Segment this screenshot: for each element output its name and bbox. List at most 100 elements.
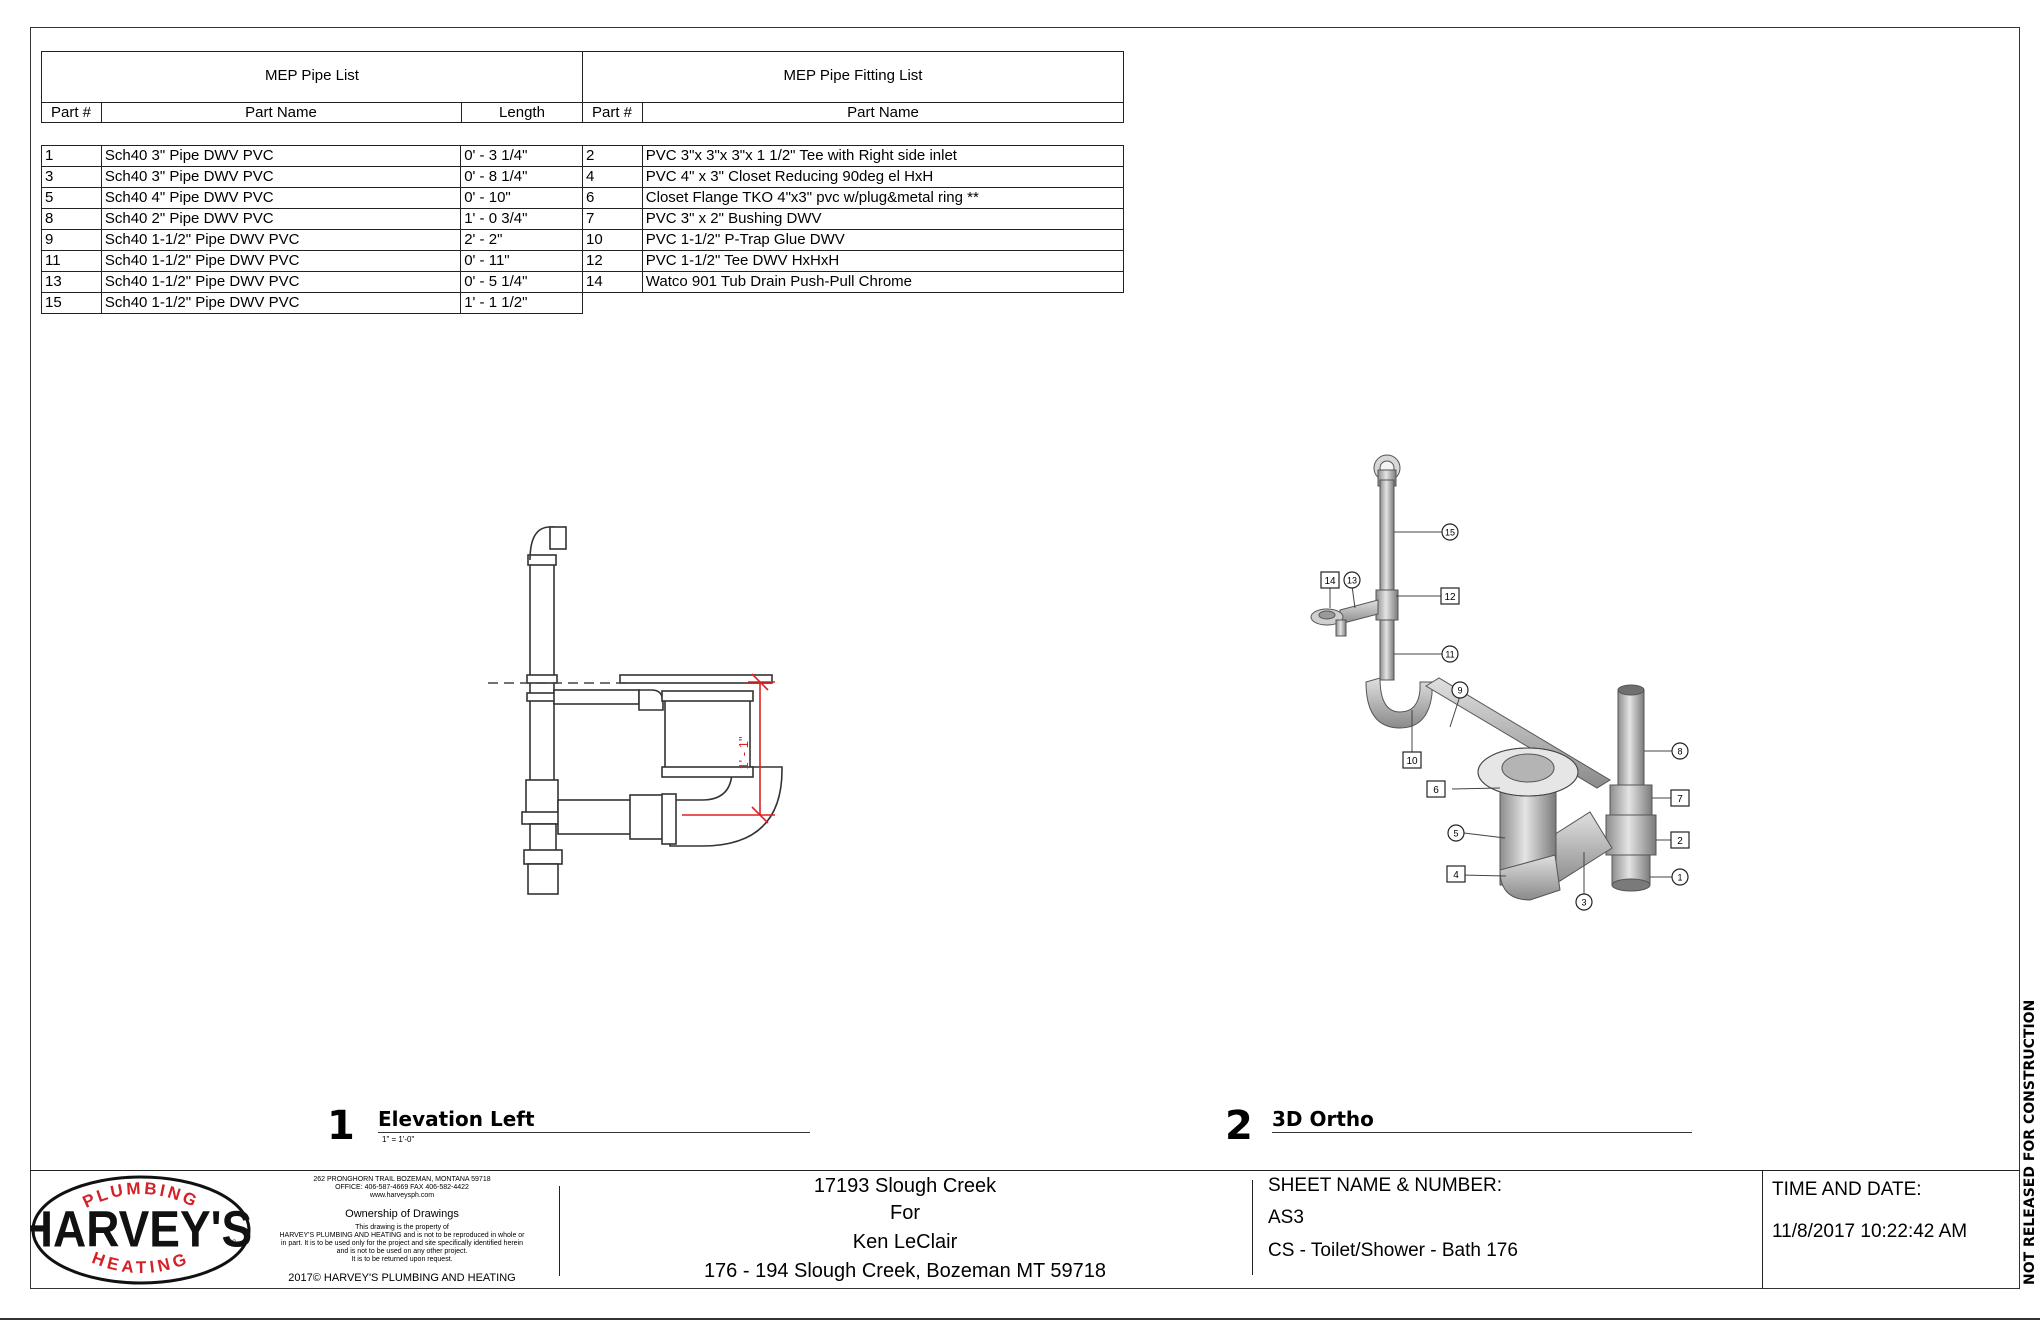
closet-elbow-4 — [1499, 854, 1561, 901]
bottom-pipe — [527, 863, 559, 895]
tub-drain-opening — [1318, 610, 1336, 620]
view-1-number: 1 — [327, 1103, 355, 1149]
callout-label: 14 — [1324, 576, 1336, 587]
pipe-part-name: Sch40 1-1/2" Pipe DWV PVC — [100, 229, 462, 251]
divider — [559, 1186, 561, 1276]
fitting-part-number: 4 — [582, 166, 643, 188]
pipe-part-name: Sch40 2" Pipe DWV PVC — [100, 208, 462, 230]
pipe-part-number: 9 — [41, 229, 102, 251]
callout-square: 12 — [1440, 587, 1460, 605]
pipe-part-name: Sch40 1-1/2" Pipe DWV PVC — [100, 292, 462, 314]
pipe-length: 0' - 10" — [460, 187, 583, 209]
callout-circle: 9 — [1451, 681, 1469, 699]
ownership-line: This drawing is the property of — [355, 1224, 449, 1231]
pipe-part-number: 1 — [41, 145, 102, 167]
pipe-length: 2' - 2" — [460, 229, 583, 251]
callout-circle: 5 — [1447, 824, 1465, 842]
ownership-line: and is not to be used on any other proje… — [336, 1248, 468, 1255]
sheet-name: CS - Toilet/Shower - Bath 176 — [1268, 1240, 1518, 1261]
tailpiece — [529, 823, 557, 853]
ownership-line: HARVEY'S PLUMBING AND HEATING and is not… — [279, 1232, 525, 1239]
callout-square: 6 — [1426, 780, 1446, 798]
callout-circle: 11 — [1441, 645, 1459, 663]
pipe-part-number: 11 — [41, 250, 102, 272]
callout-label: 15 — [1445, 528, 1455, 538]
fitting-part-number: 2 — [582, 145, 643, 167]
pipe-15 — [1379, 479, 1395, 681]
fitting-list-col-part-name: Part Name — [847, 104, 919, 121]
callout-square: 14 — [1320, 571, 1340, 589]
riser-collar — [661, 690, 754, 702]
callout-circle: 15 — [1441, 523, 1459, 541]
callout-label: 1 — [1677, 873, 1682, 883]
tee-2 — [1605, 814, 1657, 856]
pipe-length: 1' - 0 3/4" — [460, 208, 583, 230]
view-2-number: 2 — [1225, 1103, 1253, 1149]
copyright: 2017© HARVEY'S PLUMBING AND HEATING — [288, 1272, 516, 1284]
fitting-part-name: PVC 1-1/2" P-Trap Glue DWV — [641, 229, 1125, 251]
callout-label: 4 — [1453, 870, 1459, 881]
callout-circle: 13 — [1343, 571, 1361, 589]
flange-opening — [1501, 753, 1555, 783]
callout-square: 4 — [1446, 865, 1466, 883]
coupling — [526, 692, 558, 702]
tee-12 — [1375, 589, 1399, 621]
pipe-length: 1' - 1 1/2" — [460, 292, 583, 314]
title-block-top-line — [30, 1170, 2020, 1172]
branch-elbow — [638, 689, 664, 711]
callout-leaders — [1329, 531, 1674, 895]
ownership-title: Ownership of Drawings — [345, 1208, 459, 1220]
fitting-part-name: Closet Flange TKO 4"x3" pvc w/plug&metal… — [641, 187, 1125, 209]
coupling — [526, 674, 558, 684]
view-1-underline — [378, 1132, 810, 1134]
view-1-title: Elevation Left — [378, 1107, 535, 1131]
time-date-label: TIME AND DATE: — [1772, 1179, 1922, 1200]
tub-drain-tail — [1335, 619, 1347, 637]
fitting-list-colhdr-box — [582, 102, 1124, 123]
pipe-part-name: Sch40 1-1/2" Pipe DWV PVC — [100, 271, 462, 293]
not-released-stamp: NOT RELEASED FOR CONSTRUCTION — [2022, 999, 2038, 1285]
fitting-part-number: 10 — [582, 229, 643, 251]
fitting-part-number: 14 — [582, 271, 643, 293]
pipe-part-number: 13 — [41, 271, 102, 293]
fitting-part-name: PVC 1-1/2" Tee DWV HxHxH — [641, 250, 1125, 272]
fitting-part-name: PVC 3" x 2" Bushing DWV — [641, 208, 1125, 230]
pipe-1-end — [1611, 878, 1651, 892]
callout-label: 5 — [1453, 829, 1458, 839]
fitting-part-number: 6 — [582, 187, 643, 209]
pipe-length: 0' - 5 1/4" — [460, 271, 583, 293]
closet-elbow — [669, 766, 783, 847]
callout-label: 11 — [1445, 650, 1454, 660]
pipe-length: 0' - 3 1/4" — [460, 145, 583, 167]
divider — [1252, 1180, 1254, 1275]
pipe-length: 0' - 8 1/4" — [460, 166, 583, 188]
elevation-left-drawing: 1' - 1" — [488, 526, 783, 895]
coupling — [521, 811, 563, 825]
callout-label: 12 — [1444, 592, 1456, 603]
callout-square: 2 — [1670, 831, 1690, 849]
p-trap-10 — [1365, 677, 1433, 729]
sheet-border — [30, 27, 2020, 1289]
fitting-list-title: MEP Pipe Fitting List — [783, 67, 923, 84]
pipe-part-name: Sch40 3" Pipe DWV PVC — [100, 166, 462, 188]
divider — [642, 102, 644, 123]
flange-rim — [1477, 747, 1579, 797]
ownership-line: in part. It is to be used only for the p… — [280, 1240, 524, 1247]
client-name: Ken LeClair — [852, 1231, 958, 1253]
company-phone: OFFICE: 406-587-4669 FAX 406-582-4422 — [335, 1184, 469, 1191]
pipe-part-number: 5 — [41, 187, 102, 209]
